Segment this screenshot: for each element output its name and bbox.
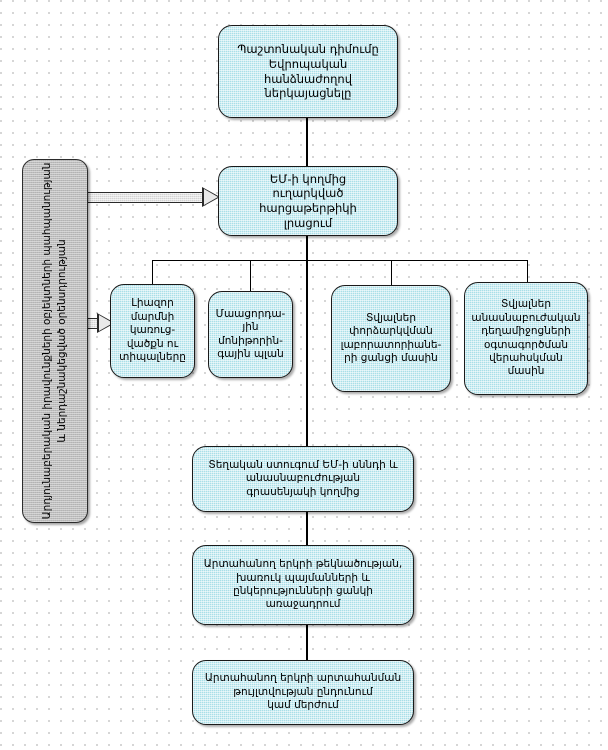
connector-n2-down: [306, 236, 308, 260]
connector-branch-bus: [152, 260, 527, 261]
node-on-site-inspection-text: Տեղական ստուգում ԵՄ-ի սննդի և անասնաբուժ…: [208, 458, 398, 498]
connector-n1-to-n2: [306, 118, 308, 166]
vertical-scope-label: Արդյունաբերական իրավունքների օբյեկտների …: [22, 159, 88, 523]
node-final-decision[interactable]: Արտահանող երկրի արտահանման թույլտվության…: [192, 660, 414, 725]
node-official-application[interactable]: Պաշտոնական դիմումը Եվրոպական հանձնաժողով…: [218, 25, 398, 118]
node-veterinary-medicine-control-data[interactable]: Տվյալներ անասնաբուժական դեղամիջոցների օգ…: [464, 282, 588, 395]
connector-n8-to-n9: [306, 625, 308, 660]
node-residue-monitoring-plan-text: Մաացորդա- յին մոնիթորին- գային պլան: [215, 307, 286, 360]
node-on-site-inspection[interactable]: Տեղական ստուգում ԵՄ-ի սննդի և անասնաբուժ…: [192, 446, 414, 512]
arrow-shaft: [88, 192, 202, 203]
node-authority-structure[interactable]: Լիազոր մարմնի կառուց- վածքն ու տիպալները: [110, 284, 195, 378]
node-candidacy-proposal[interactable]: Արտահանող երկրի թեկնածության, խառուկ պայ…: [192, 545, 414, 625]
node-candidacy-proposal-text: Արտահանող երկրի թեկնածության, խառուկ պայ…: [203, 558, 403, 611]
connector-branch-drop-2: [250, 260, 251, 291]
node-questionnaire[interactable]: ԵՄ-ի կողմից ուղարկված հարցաթերթիկի լրացո…: [218, 166, 398, 236]
node-authority-structure-text: Լիազոր մարմնի կառուց- վածքն ու տիպալները: [119, 297, 186, 364]
node-final-decision-text: Արտահանող երկրի արտահանման թույլտվության…: [204, 672, 402, 712]
vertical-scope-label-text: Արդյունաբերական իրավունքների օբյեկտների …: [40, 162, 68, 520]
node-official-application-text: Պաշտոնական դիմումը Եվրոպական հանձնաժողով…: [237, 42, 379, 101]
node-residue-monitoring-plan[interactable]: Մաացորդա- յին մոնիթորին- գային պլան: [208, 291, 293, 378]
connector-n7-to-n8: [306, 512, 308, 545]
node-laboratory-network-data-text: Տվյալներ փորձարկվման լաբորատորիանե- րի ց…: [340, 311, 442, 364]
node-questionnaire-text: ԵՄ-ի կողմից ուղարկված հարցաթերթիկի լրացո…: [259, 171, 357, 230]
arrow-head: [202, 187, 220, 207]
connector-side-arrow-upper: [88, 187, 220, 208]
arrow-shaft: [88, 318, 98, 329]
connector-branch-drop-3: [391, 260, 392, 285]
connector-branch-drop-1: [152, 260, 153, 284]
node-veterinary-medicine-control-data-text: Տվյալներ անասնաբուժական դեղամիջոցների օգ…: [471, 298, 581, 378]
connector-branch-drop-4: [527, 260, 528, 282]
connector-n2-to-n7: [306, 260, 308, 446]
node-laboratory-network-data[interactable]: Տվյալներ փորձարկվման լաբորատորիանե- րի ց…: [331, 285, 451, 392]
